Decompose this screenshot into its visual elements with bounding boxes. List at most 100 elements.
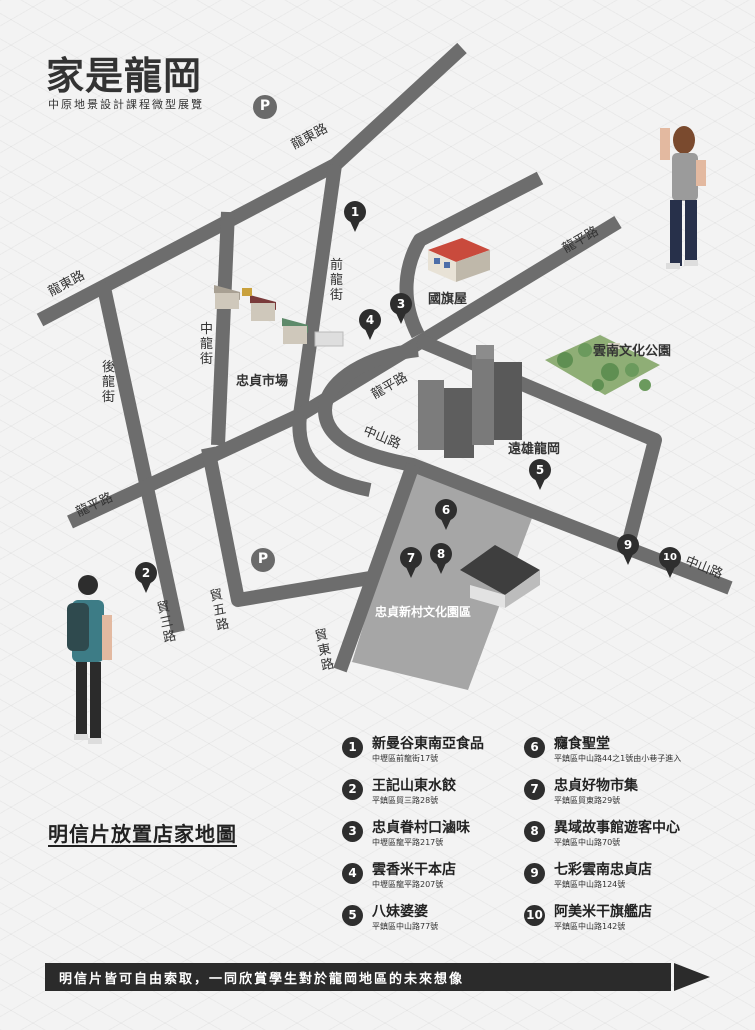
map-pin-5 bbox=[529, 459, 551, 490]
map-pin-tail bbox=[365, 329, 375, 340]
legend-store-address: 平鎮區中山路124號 bbox=[554, 880, 626, 889]
map-pin-number: 7 bbox=[406, 551, 416, 565]
map-pin-number: 6 bbox=[441, 503, 451, 517]
legend-number: 10 bbox=[524, 905, 545, 926]
legend-item: 2 王記山東水餃 平鎮區貿三路28號 bbox=[342, 777, 552, 819]
parking-icon: P bbox=[257, 551, 269, 567]
flag-house-building bbox=[428, 238, 490, 282]
legend-number: 2 bbox=[342, 779, 363, 800]
legend-store-address: 平鎮區貿東路29號 bbox=[554, 796, 621, 805]
map-pin-head bbox=[430, 543, 452, 565]
person-left bbox=[67, 575, 112, 744]
map-pin-tail bbox=[350, 221, 360, 232]
map-pin-number: 9 bbox=[623, 538, 633, 552]
legend-item: 1 新曼谷東南亞食品 中壢區前龍街17號 bbox=[342, 735, 552, 777]
legend-store-name: 癮食聖堂 bbox=[554, 736, 610, 752]
legend-store-address: 平鎮區中山路70號 bbox=[554, 838, 621, 847]
road-north-branch bbox=[399, 171, 544, 339]
landmark-yunnan-park: 雲南文化公園 bbox=[593, 344, 672, 359]
map-pin-number: 2 bbox=[141, 566, 151, 580]
landmark-flag-house: 國旗屋 bbox=[428, 292, 468, 307]
road-longping-right bbox=[296, 216, 622, 421]
map-pin-tail bbox=[436, 563, 446, 574]
legend-number: 8 bbox=[524, 821, 545, 842]
map-pin-tail bbox=[141, 582, 151, 593]
legend-item: 3 忠貞眷村口滷味 中壢區龍平路217號 bbox=[342, 819, 552, 861]
map-pin-10 bbox=[659, 547, 681, 578]
legend-number: 9 bbox=[524, 863, 545, 884]
road-qianlong bbox=[293, 164, 342, 416]
legend-item: 4 雲香米干本店 中壢區龍平路207號 bbox=[342, 861, 552, 903]
legend-store-name: 雲香米干本店 bbox=[372, 862, 456, 878]
road-maowu bbox=[201, 446, 372, 607]
street-label-houlong: 後龍街 bbox=[102, 360, 116, 405]
road-maodong bbox=[333, 462, 420, 673]
legend-store-address: 平鎮區中山路44之1號由小巷子進入 bbox=[554, 754, 682, 763]
map-pin-7 bbox=[400, 547, 422, 578]
street-label-qianlong: 前龍街 bbox=[330, 258, 344, 303]
map-pin-tail bbox=[623, 554, 633, 565]
yuanxiong-towers bbox=[418, 345, 522, 458]
legend-store-name: 王記山東水餃 bbox=[372, 778, 456, 794]
legend-store-address: 中壢區龍平路217號 bbox=[372, 838, 444, 847]
footer-arrow-icon bbox=[642, 963, 710, 991]
map-pin-tail bbox=[406, 567, 416, 578]
legend-store-name: 忠貞好物市集 bbox=[554, 778, 638, 794]
road-zhonglong bbox=[211, 211, 235, 446]
legend-store-address: 平鎮區中山路77號 bbox=[372, 922, 439, 931]
legend-number: 5 bbox=[342, 905, 363, 926]
map-pin-head bbox=[359, 309, 381, 331]
map-pin-number: 1 bbox=[350, 205, 360, 219]
yunnan-park-area bbox=[545, 335, 660, 395]
road-curve-left bbox=[292, 414, 372, 497]
legend-store-name: 八妹婆婆 bbox=[372, 904, 428, 920]
map-pin-head bbox=[617, 534, 639, 556]
map-pin-head bbox=[529, 459, 551, 481]
map-pin-number: 5 bbox=[535, 463, 545, 477]
map-pin-head bbox=[659, 547, 681, 569]
road-houlong bbox=[96, 281, 185, 634]
map-pin-tail bbox=[535, 479, 545, 490]
landmark-zhongzhen-market: 忠貞市場 bbox=[236, 374, 289, 389]
map-pin-head bbox=[344, 201, 366, 223]
map-pin-head bbox=[400, 547, 422, 569]
legend-number: 7 bbox=[524, 779, 545, 800]
legend-number: 4 bbox=[342, 863, 363, 884]
zhongzhen-village-house bbox=[460, 545, 540, 608]
person-right bbox=[660, 126, 706, 269]
map-pin-6 bbox=[435, 499, 457, 530]
legend-item: 5 八妹婆婆 平鎮區中山路77號 bbox=[342, 903, 552, 945]
zhongzhen-market-stalls bbox=[214, 285, 344, 347]
legend-store-name: 異域故事館遊客中心 bbox=[554, 820, 680, 836]
footer-text: 明信片皆可自由索取，一同欣賞學生對於龍岡地區的未來想像 bbox=[59, 972, 465, 987]
road-longping-curve bbox=[318, 343, 733, 595]
parking-icon: P bbox=[259, 98, 271, 114]
map-pin-number: 8 bbox=[436, 547, 446, 561]
map-pin-head bbox=[435, 499, 457, 521]
legend-store-address: 中壢區龍平路207號 bbox=[372, 880, 444, 889]
legend-store-name: 忠貞眷村口滷味 bbox=[372, 820, 470, 836]
map-pin-tail bbox=[441, 519, 451, 530]
footer-banner: 明信片皆可自由索取，一同欣賞學生對於龍岡地區的未來想像 bbox=[45, 963, 670, 991]
legend-item: 7 忠貞好物市集 平鎮區貿東路29號 bbox=[524, 777, 734, 819]
legend-item: 8 異域故事館遊客中心 平鎮區中山路70號 bbox=[524, 819, 734, 861]
legend-column-right: 6 癮食聖堂 平鎮區中山路44之1號由小巷子進入 7 忠貞好物市集 平鎮區貿東路… bbox=[524, 735, 734, 945]
legend-store-address: 平鎮區貿三路28號 bbox=[372, 796, 439, 805]
legend-number: 6 bbox=[524, 737, 545, 758]
map-pin-2 bbox=[135, 562, 157, 593]
map-pin-9 bbox=[617, 534, 639, 565]
page-title: 家是龍岡 bbox=[46, 54, 203, 98]
map-pin-number: 4 bbox=[365, 313, 375, 327]
map-pin-8 bbox=[430, 543, 452, 574]
legend-item: 6 癮食聖堂 平鎮區中山路44之1號由小巷子進入 bbox=[524, 735, 734, 777]
map-pin-tail bbox=[396, 313, 406, 324]
street-label-zhonglong: 中龍街 bbox=[200, 322, 214, 367]
legend-number: 1 bbox=[342, 737, 363, 758]
legend-number: 3 bbox=[342, 821, 363, 842]
map-pin-3 bbox=[390, 293, 412, 324]
legend-store-address: 平鎮區中山路142號 bbox=[554, 922, 626, 931]
map-pin-1 bbox=[344, 201, 366, 232]
map-pin-head bbox=[390, 293, 412, 315]
